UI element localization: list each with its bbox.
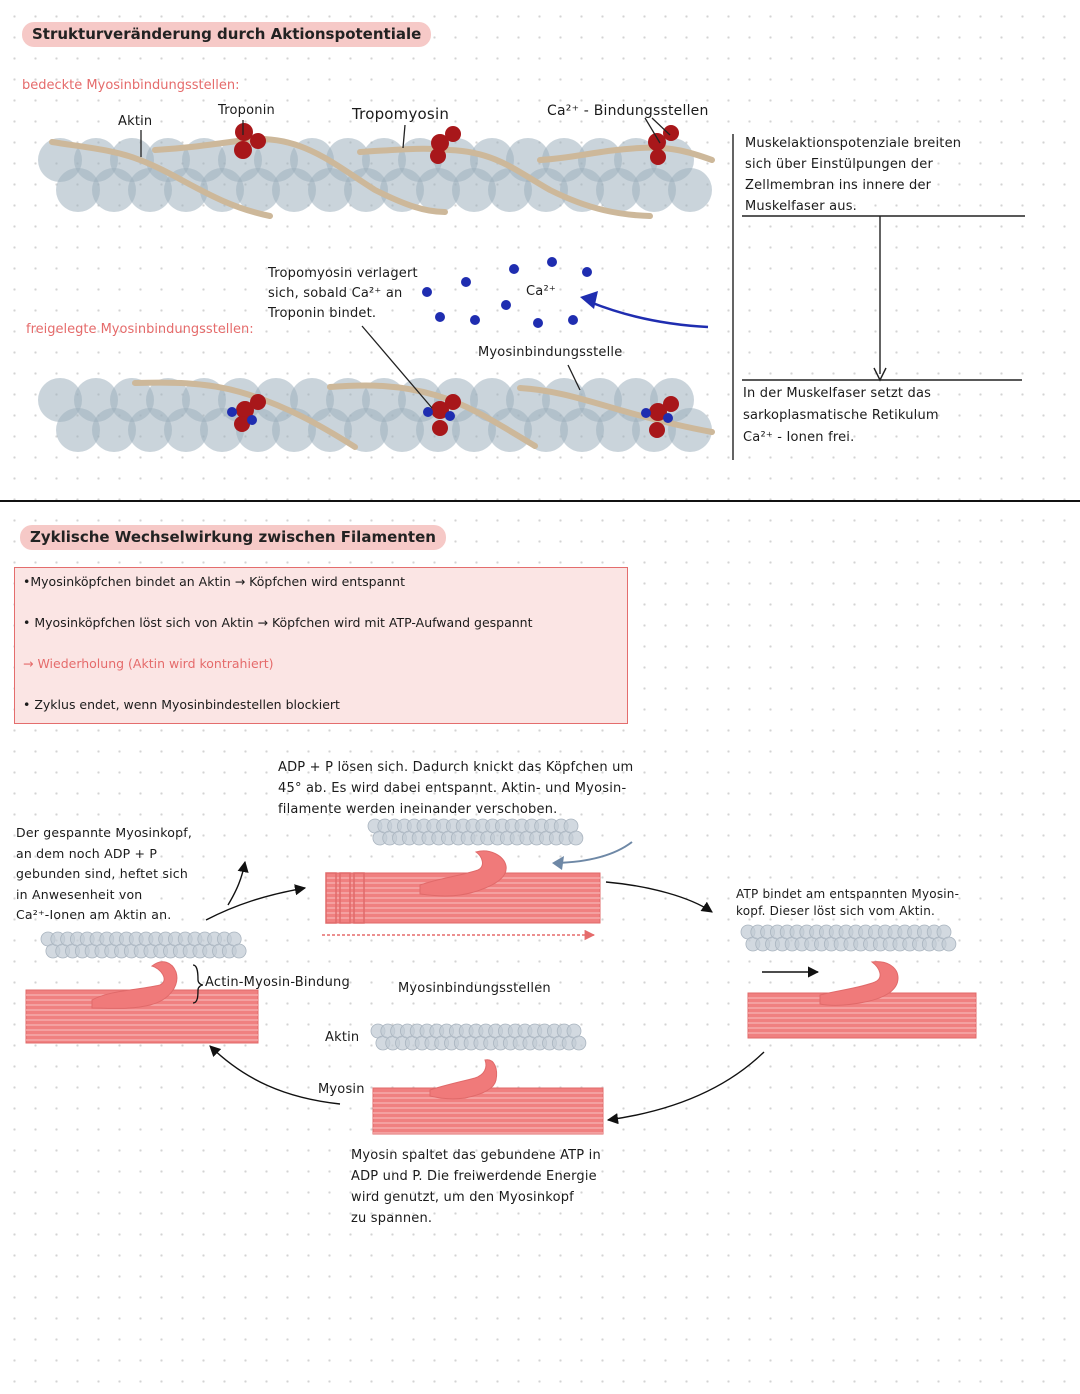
calcium-release-arrow [589,300,709,329]
side-note-line: Zellmembran ins innere der [745,178,932,193]
bound-calcium-ions [227,407,673,425]
summary-box: •Myosinköpfchen bindet an Aktin → Köpfch… [14,567,628,724]
myosin-filament [372,1059,604,1135]
left-note-line: in Anwesenheit von [16,886,143,902]
ca-label: Ca²⁺ [526,284,556,299]
shift-note-line: Tropomyosin verlagert [268,266,418,281]
actin-myosin-binding-label: Actin-Myosin-Bindung [205,975,350,990]
myosin-filament [325,850,601,924]
troponin-complexes-exposed [227,394,679,438]
section2-title: Zyklische Wechselwirkung zwischen Filame… [20,525,446,550]
side-flow-lines [732,134,1025,460]
myosin-head [91,961,178,1009]
summary-bullet: • Myosinköpfchen löst sich von Aktin → K… [23,615,533,630]
tropomyosin-strands-covered [49,136,715,219]
bottom-note-line: Myosin spaltet das gebundene ATP in [351,1148,601,1163]
side-note-top: Muskelaktionspotenziale breiten sich übe… [745,133,1035,217]
actin-filament-diagram [38,117,1025,460]
shift-note-line: sich, sobald Ca²⁺ an [268,286,403,301]
aktin-filament-label: Aktin [325,1030,360,1045]
actin-bead [568,830,584,846]
top-note-line: 45° ab. Es wird dabei entspannt. Aktin- … [278,781,627,796]
tropomyosin-shift-note: Tropomyosin verlagert sich, sobald Ca²⁺ … [268,264,418,324]
tropomyosin-label: Tropomyosin [352,105,450,123]
right-cycle-note: ATP bindet am entspannten Myosin- kopf. … [736,886,959,920]
side-note-bottom: In der Muskelfaser setzt das sarkoplasma… [743,383,1033,449]
exposed-sites-label: freigelegte Myosinbindungsstellen: [26,322,254,337]
section-divider [0,500,1080,502]
bottom-note-line: ADP und P. Die freiwerdende Energie [351,1169,597,1184]
pointer-lines [140,117,671,409]
top-note-line: filamente werden ineinander verschoben. [278,802,558,817]
right-note-line: ATP bindet am entspannten Myosin- [736,887,960,901]
summary-bullet: •Myosinköpfchen bindet an Aktin → Köpfch… [23,574,405,589]
binding-sites-label: Myosinbindungsstellen [398,981,551,996]
actin-bead-chains [40,818,957,1051]
side-note-line: Muskelaktionspotenziale breiten [745,136,962,151]
left-cycle-note: Der gespannte Myosinkopf, an dem noch AD… [16,823,192,926]
actin-bead [571,1035,587,1051]
cycle-arrows [205,860,820,1125]
side-note-line: Ca²⁺ - Ionen frei. [743,430,855,445]
aktin-label: Aktin [118,114,153,129]
left-note-line: Der gespannte Myosinkopf, [16,825,193,840]
side-note-line: sich über Einstülpungen der [745,157,934,172]
covered-sites-label: bedeckte Myosinbindungsstellen: [22,78,240,93]
myosin-filaments [25,850,977,1135]
myosin-filament [747,961,977,1039]
bottom-cycle-note: Myosin spaltet das gebundene ATP in ADP … [351,1145,601,1229]
movement-arrow [555,841,633,864]
left-note-line: Ca²⁺-Ionen am Aktin an. [16,907,172,922]
bottom-note-line: zu spannen. [351,1211,433,1226]
left-note-line: an dem noch ADP + P [16,845,158,861]
side-note-line: sarkoplasmatische Retikulum [743,408,939,423]
sarcomere-segments [325,872,365,924]
actin-bead [941,936,957,952]
myosin-head [819,961,899,1006]
actin-bead [231,943,247,959]
left-note-line: gebunden sind, heftet sich [16,866,188,881]
top-note-line: ADP + P lösen sich. Dadurch knickt das K… [278,760,634,775]
actin-monomer [668,168,712,212]
myosin-head [429,1059,498,1100]
right-note-line: kopf. Dieser löst sich vom Aktin. [736,904,936,918]
troponin-label: Troponin [218,103,275,118]
free-calcium-ions [422,257,592,328]
tropomyosin-strands-exposed [132,379,715,450]
summary-bullet: → Wiederholung (Aktin wird kontrahiert) [23,656,274,671]
myosin-filament-label: Myosin [318,1082,365,1097]
summary-bullet: • Zyklus endet, wenn Myosinbindestellen … [23,697,340,712]
side-note-line: In der Muskelfaser setzt das [743,386,932,401]
troponin-complexes-covered [234,123,679,165]
binding-site-label: Myosinbindungsstelle [478,345,623,360]
binding-brace [192,964,204,1004]
bottom-note-line: wird genutzt, um den Myosinkopf [351,1190,574,1205]
section1-title: Strukturveränderung durch Aktionspotenti… [22,22,432,47]
side-note-line: Muskelfaser aus. [745,199,858,214]
top-cycle-note: ADP + P lösen sich. Dadurch knickt das K… [278,757,633,820]
ca-binding-label: Ca²⁺ - Bindungsstellen [547,103,709,119]
myosin-head [419,850,507,897]
shift-note-line: Troponin bindet. [268,306,377,321]
myosin-filament [25,961,259,1044]
